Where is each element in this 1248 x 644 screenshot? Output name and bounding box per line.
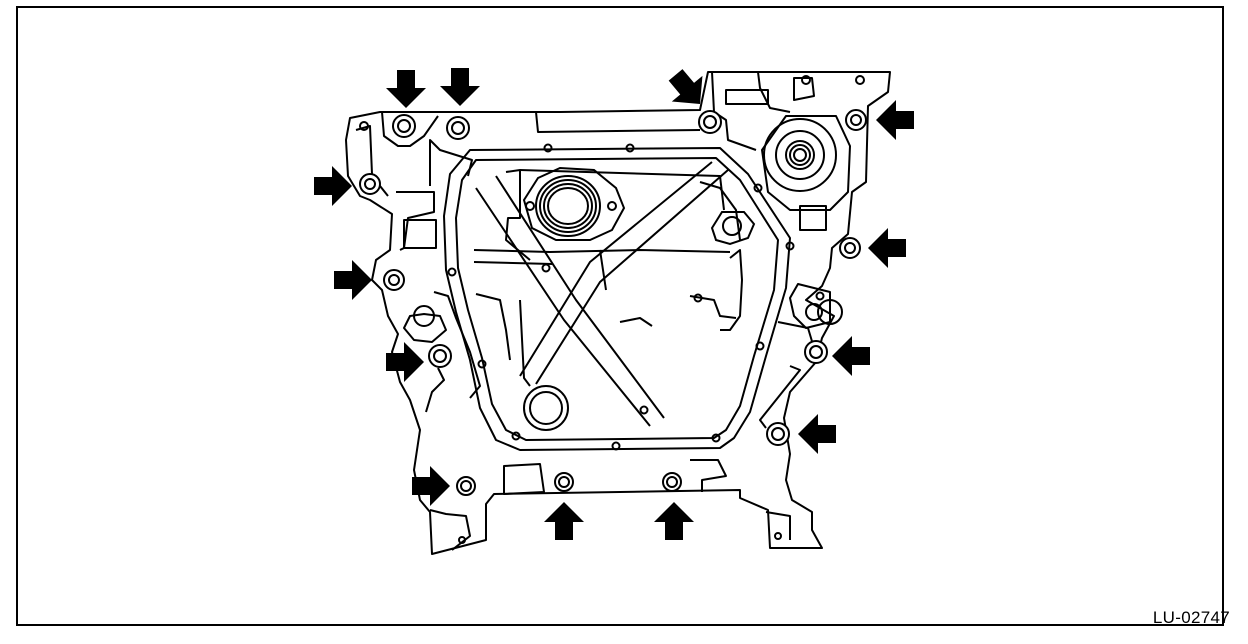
bolt-10	[766, 422, 790, 446]
bolt-9	[804, 340, 828, 364]
arrow-bolt-12	[544, 502, 584, 540]
arrow-bolt-3	[660, 62, 716, 117]
bolt-11	[456, 476, 476, 496]
bolt-3	[698, 110, 722, 134]
arrow-bolt-11	[412, 466, 450, 506]
bolt-heads	[359, 109, 867, 496]
arrow-bolt-10	[798, 414, 836, 454]
bolt-7	[383, 269, 405, 291]
block-outline	[345, 71, 891, 555]
bolt-8	[428, 344, 452, 368]
bolt-5	[359, 173, 381, 195]
arrow-bolt-1	[386, 70, 426, 108]
bolt-4	[845, 109, 867, 131]
oil-pan-gasket	[443, 147, 791, 451]
arrow-bolt-2	[440, 68, 480, 106]
figure-frame	[16, 6, 1224, 626]
bolt-1	[392, 114, 416, 138]
arrow-bolt-4	[876, 100, 914, 140]
arrow-bolt-13	[654, 502, 694, 540]
arrow-bolt-9	[832, 336, 870, 376]
bolt-6	[839, 237, 861, 259]
oil-strainer-openings	[359, 75, 865, 544]
arrow-bolt-5	[314, 166, 352, 206]
arrow-bolt-8	[386, 342, 424, 382]
arrow-bolt-7	[334, 260, 372, 300]
bolt-13	[662, 472, 682, 492]
arrow-bolt-6	[868, 228, 906, 268]
bolt-12	[554, 472, 574, 492]
figure-id-label: LU-02747	[1152, 608, 1230, 627]
bolt-2	[446, 116, 470, 140]
